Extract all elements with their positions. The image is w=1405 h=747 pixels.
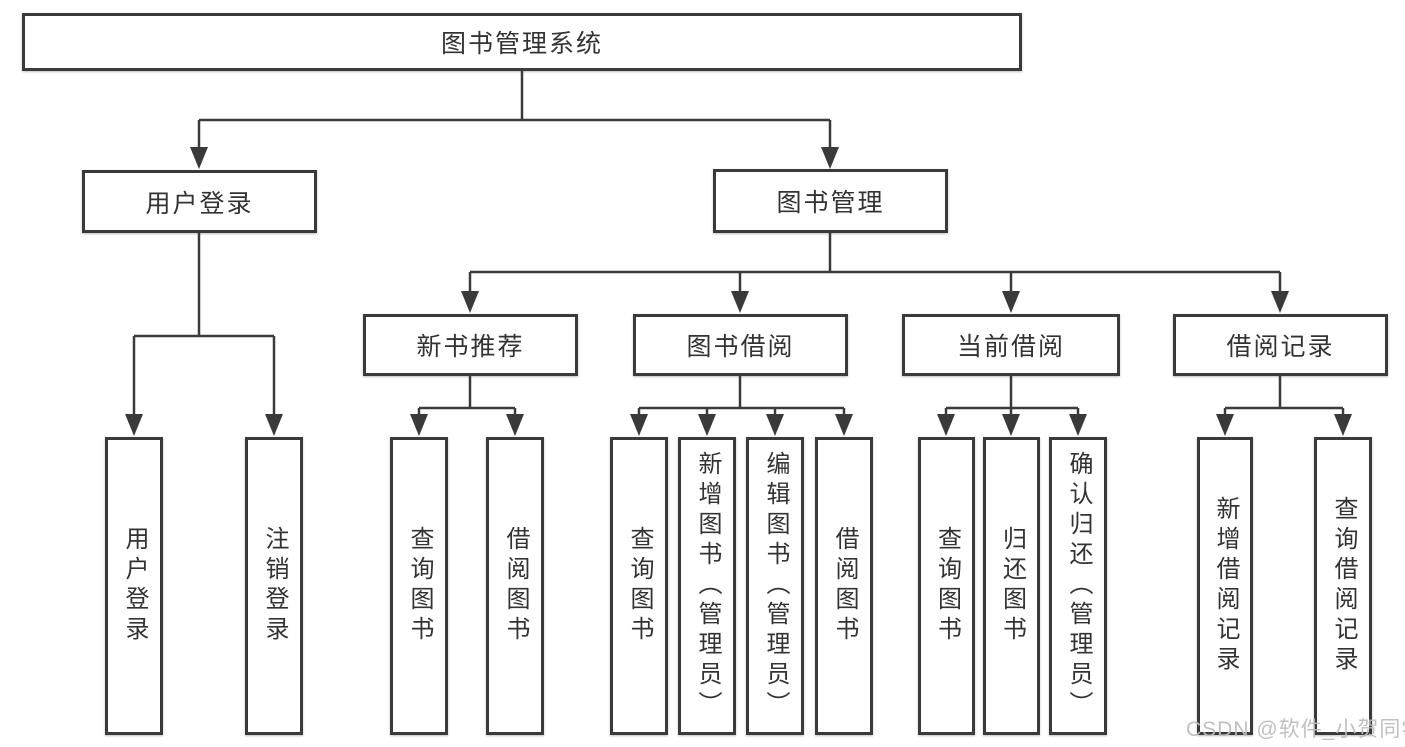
node-book-borrowing: 图书借阅: [633, 314, 848, 376]
node-leaf-borrow-books-1: 借阅图书: [486, 437, 544, 735]
tree-edges: [132, 71, 1345, 416]
node-leaf-add-borrow-record: 新增借阅记录: [1197, 437, 1253, 735]
node-leaf-query-books-2: 查询图书: [610, 437, 668, 735]
node-borrowing-records: 借阅记录: [1173, 314, 1388, 376]
node-leaf-borrow-books-2: 借阅图书: [815, 437, 873, 735]
node-leaf-query-books-1: 查询图书: [390, 437, 448, 735]
node-user-login: 用户登录: [82, 170, 317, 233]
node-leaf-edit-book-admin: 编辑图书（管理员）: [746, 437, 804, 735]
node-leaf-return-books: 归还图书: [983, 437, 1040, 735]
node-current-borrowing: 当前借阅: [902, 314, 1120, 376]
watermark: CSDN @软件_小贺同学: [1186, 718, 1405, 741]
node-leaf-logout: 注销登录: [245, 437, 303, 735]
node-leaf-query-books-3: 查询图书: [918, 437, 975, 735]
node-new-book-recommendation: 新书推荐: [363, 314, 578, 376]
node-leaf-add-book-admin: 新增图书（管理员）: [678, 437, 736, 735]
node-library-management-system: 图书管理系统: [22, 13, 1022, 71]
node-book-management: 图书管理: [713, 169, 948, 233]
node-leaf-confirm-return-admin: 确认归还（管理员）: [1049, 437, 1107, 735]
node-leaf-user-login: 用户登录: [105, 437, 163, 735]
node-leaf-query-borrow-record: 查询借阅记录: [1314, 437, 1372, 735]
